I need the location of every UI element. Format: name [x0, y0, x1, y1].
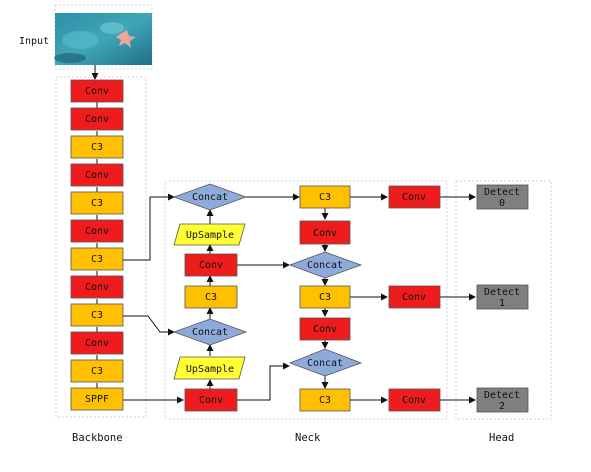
backbone-block	[70, 191, 124, 215]
section-label-head: Head	[489, 432, 514, 444]
conv-node-head-0: Conv	[388, 185, 441, 209]
backbone-conv-node: Conv	[70, 275, 124, 299]
starfish-icon	[116, 30, 136, 48]
c3-label: C3	[319, 395, 331, 406]
conv-label: Conv	[85, 226, 109, 237]
concat-node-3: Concat	[288, 251, 363, 279]
backbone-block	[70, 135, 124, 159]
detect-index: 2	[499, 401, 505, 412]
detect-node-0: Detect 0	[476, 184, 529, 210]
c3-node-neck-bot: C3	[299, 388, 351, 412]
backbone-conv-node: Conv	[70, 219, 124, 243]
concat-label: Concat	[192, 192, 228, 203]
c3-label: C3	[205, 292, 217, 303]
upsample-label: UpSample	[186, 230, 234, 241]
backbone-block	[70, 303, 124, 327]
neck-left-column: Concat UpSample Conv C3 Concat UpSample …	[172, 183, 248, 412]
backbone-block	[70, 79, 124, 103]
backbone-conv-node: Conv	[70, 331, 124, 355]
conv-node-neck-top: Conv	[299, 220, 351, 245]
backbone-block	[70, 387, 124, 411]
conv-label: Conv	[402, 292, 426, 303]
backbone-c3-node: C3	[70, 191, 124, 215]
backbone-block	[70, 219, 124, 243]
upsample-label: UpSample	[186, 364, 234, 375]
backbone-block	[70, 359, 124, 383]
c3-label: C3	[319, 192, 331, 203]
backbone-c3-node: C3	[70, 303, 124, 327]
backbone-block	[70, 107, 124, 131]
edge-c3-concat1	[122, 193, 175, 261]
conv-label: Conv	[85, 114, 109, 125]
conv-label: Conv	[402, 395, 426, 406]
backbone-block	[70, 163, 124, 187]
sppf-label: SPPF	[85, 394, 109, 405]
c3-label: C3	[91, 198, 103, 209]
head-column: Conv Conv Conv Detect 0 Detect 1 Detect …	[388, 184, 529, 413]
backbone-block	[70, 247, 124, 271]
detect-label: Detect	[484, 187, 520, 198]
input-label: Input	[19, 36, 49, 47]
conv-label: Conv	[85, 86, 109, 97]
conv-node-head-2: Conv	[388, 388, 441, 412]
detect-index: 1	[499, 298, 505, 309]
upsample-node-1: UpSample	[173, 223, 246, 246]
conv-label: Conv	[402, 192, 426, 203]
backbone-conv-node: Conv	[70, 163, 124, 187]
c3-node-neck-mid: C3	[299, 285, 351, 309]
backbone-conv-node: Conv	[70, 107, 124, 131]
c3-label: C3	[91, 366, 103, 377]
backbone-c3-node: C3	[70, 135, 124, 159]
conv-label: Conv	[85, 282, 109, 293]
concat-label: Concat	[192, 327, 228, 338]
backbone-region	[55, 76, 147, 418]
c3-node-neck-a: C3	[184, 285, 238, 309]
concat-label: Concat	[307, 358, 343, 369]
backbone-block	[70, 331, 124, 355]
backbone-c3-node: C3	[70, 359, 124, 383]
detect-node-1: Detect 1	[476, 284, 529, 310]
conv-label: Conv	[85, 338, 109, 349]
neck-right-column: C3 Conv Concat C3 Conv Concat C3	[288, 185, 363, 412]
concat-node-1: Concat	[172, 183, 248, 211]
backbone-conv-node: Conv	[70, 79, 124, 103]
detect-index: 0	[499, 198, 505, 209]
input-image	[54, 13, 152, 65]
conv-node-neck-2: Conv	[184, 388, 238, 412]
conv-node-neck-1: Conv	[184, 253, 238, 277]
c3-label: C3	[91, 142, 103, 153]
edge-conv2-concat4	[237, 362, 290, 401]
conv-node-neck-mid: Conv	[299, 317, 351, 341]
conv-node-head-1: Conv	[388, 285, 441, 309]
concat-node-4: Concat	[288, 348, 363, 377]
head-region	[455, 180, 552, 420]
detect-node-2: Detect 2	[476, 387, 529, 413]
conv-label: Conv	[313, 228, 337, 239]
c3-label: C3	[91, 310, 103, 321]
backbone-c3-node: C3	[70, 247, 124, 271]
concat-label: Concat	[307, 260, 343, 271]
detect-label: Detect	[484, 390, 520, 401]
edges	[91, 65, 476, 404]
conv-label: Conv	[199, 395, 223, 406]
conv-label: Conv	[85, 170, 109, 181]
section-label-backbone: Backbone	[72, 432, 123, 444]
detect-label: Detect	[484, 287, 520, 298]
c3-label: C3	[91, 254, 103, 265]
backbone-block	[70, 275, 124, 299]
edge-c3-concat2	[122, 315, 175, 336]
concat-node-2: Concat	[172, 318, 248, 346]
c3-label: C3	[319, 292, 331, 303]
conv-label: Conv	[199, 260, 223, 271]
backbone-sppf-node: SPPF	[70, 387, 124, 411]
conv-label: Conv	[313, 324, 337, 335]
upsample-node-2: UpSample	[173, 356, 246, 380]
neck-region	[164, 180, 448, 420]
section-label-neck: Neck	[295, 432, 321, 444]
c3-node-neck-top: C3	[299, 185, 351, 209]
